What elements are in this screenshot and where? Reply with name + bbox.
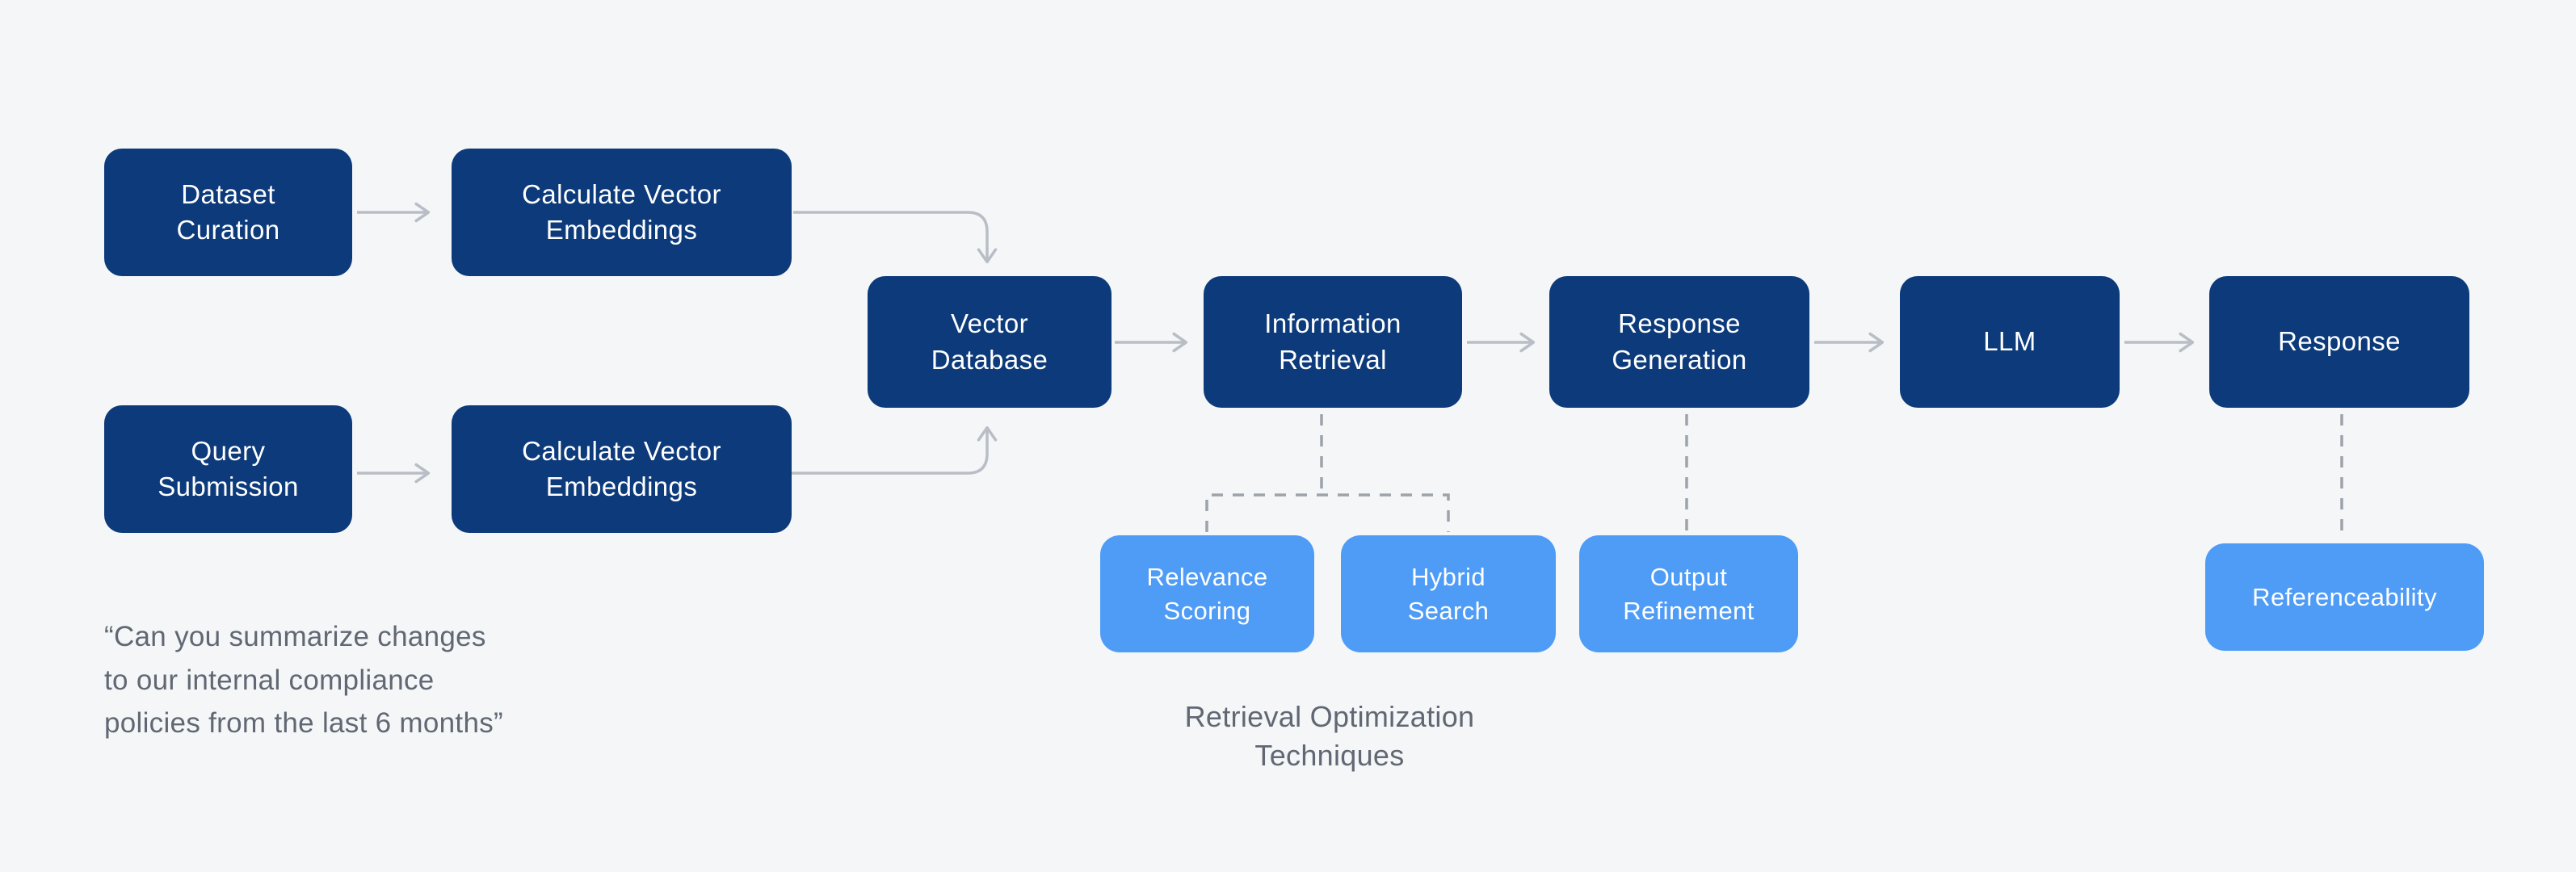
node-llm: LLM: [1900, 276, 2120, 408]
node-dataset-curation: Dataset Curation: [104, 149, 352, 276]
node-vector-database: Vector Database: [868, 276, 1112, 408]
node-relevance-scoring: Relevance Scoring: [1100, 535, 1314, 652]
node-information-retrieval: Information Retrieval: [1204, 276, 1462, 408]
node-calculate-vector-embeddings-top: Calculate Vector Embeddings: [452, 149, 792, 276]
dashed-techniques-split: [1205, 493, 1450, 532]
user-query-quote: “Can you summarize changes to our intern…: [104, 621, 503, 740]
node-query-submission: Query Submission: [104, 405, 352, 533]
node-response: Response: [2209, 276, 2469, 408]
retrieval-techniques-caption: Retrieval Optimization Techniques: [1184, 700, 1475, 772]
node-response-generation: Response Generation: [1549, 276, 1809, 408]
node-output-refinement: Output Refinement: [1579, 535, 1798, 652]
node-referenceability: Referenceability: [2205, 543, 2484, 651]
node-calculate-vector-embeddings-bottom: Calculate Vector Embeddings: [452, 405, 792, 533]
node-hybrid-search: Hybrid Search: [1341, 535, 1556, 652]
arrow-embeddings-top-to-vectordb: [793, 211, 998, 264]
arrow-embeddings-bottom-to-vectordb: [787, 426, 998, 475]
